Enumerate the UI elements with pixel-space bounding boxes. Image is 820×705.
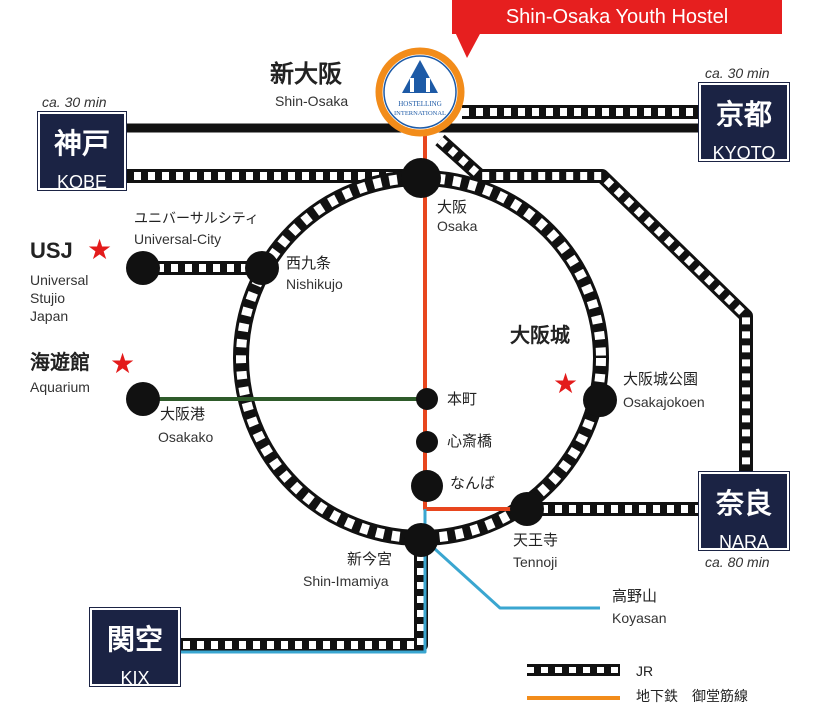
station-koyasan-en: Koyasan — [612, 610, 667, 626]
usj-line2: Stujio — [30, 290, 66, 306]
hostel-callout: Shin-Osaka Youth Hostel — [452, 0, 782, 34]
station-tennoji-en: Tennoji — [513, 554, 558, 570]
nara-time: ca. 80 min — [705, 554, 770, 570]
station-dot-osakajokoen — [583, 383, 617, 417]
station-nodes — [126, 158, 617, 557]
station-dot-shinsaibashi — [416, 431, 438, 453]
kyoto-time: ca. 30 min — [705, 65, 770, 81]
station-osakako-jp: 大阪港 — [160, 405, 206, 423]
station-osakajokoen-en: Osakajokoen — [623, 394, 705, 410]
legend-subway-label: 地下鉄 御堂筋線 — [636, 689, 748, 705]
station-universal-city-en: Universal-City — [134, 231, 222, 247]
legend-jr-label: JR — [636, 663, 654, 679]
station-nishikujo-jp: 西九条 — [286, 254, 332, 272]
city-nara-jp: 奈良 — [715, 487, 772, 520]
station-dot-tennoji — [510, 492, 544, 526]
station-koyasan-jp: 高野山 — [612, 587, 658, 605]
hostel-callout-tail — [455, 32, 481, 58]
nankai-kix-line — [176, 509, 427, 654]
city-kix-jp: 関空 — [106, 623, 163, 656]
station-honmachi-jp: 本町 — [447, 390, 478, 408]
station-shin-imamiya-en: Shin-Imamiya — [303, 573, 389, 589]
station-nishikujo-en: Nishikujo — [286, 276, 343, 292]
station-namba-jp: なんば — [450, 474, 496, 492]
colored-lines — [143, 130, 620, 700]
city-box-kyoto: 京都 KYOTO — [698, 82, 790, 163]
city-kobe-jp: 神戸 — [53, 127, 110, 160]
usj-line1: Universal — [30, 272, 89, 288]
station-universal-city-jp: ユニバーサルシティ — [134, 211, 259, 227]
jr-kansai-airport-line — [176, 540, 428, 652]
osaka-castle-star-icon: ★ — [553, 368, 579, 399]
city-box-nara: 奈良 NARA — [698, 471, 790, 552]
osaka-castle-jp: 大阪城 — [510, 323, 570, 347]
jr-kyoto-nara-line — [435, 134, 753, 494]
station-dot-universal-city — [126, 251, 160, 285]
hostel-logo-line1: HOSTELLING — [398, 100, 442, 108]
city-nara-en: NARA — [718, 532, 769, 552]
station-dot-honmachi — [416, 388, 438, 410]
usj-line3: Japan — [30, 308, 69, 324]
aquarium-jp: 海遊館 — [30, 350, 90, 374]
station-osakajokoen-jp: 大阪城公園 — [623, 370, 699, 388]
station-osaka-jp: 大阪 — [437, 198, 468, 216]
city-kobe-en: KOBE — [56, 172, 108, 192]
city-kyoto-en: KYOTO — [712, 143, 776, 163]
city-box-kix: 関空 KIX — [89, 607, 181, 688]
city-box-kobe: 神戸 KOBE — [37, 111, 127, 192]
city-kyoto-jp: 京都 — [715, 98, 772, 131]
kobe-time: ca. 30 min — [42, 94, 107, 110]
station-osaka-en: Osaka — [437, 218, 478, 234]
station-shin-osaka-jp: 新大阪 — [270, 60, 342, 88]
station-osakako-en: Osakako — [158, 429, 214, 445]
station-shinsaibashi-jp: 心斎橋 — [447, 432, 493, 450]
station-dot-osaka — [401, 158, 441, 198]
station-dot-osakako — [126, 382, 160, 416]
hostel-logo-line2: INTERNATIONAL — [394, 110, 446, 117]
usj-star-icon: ★ — [87, 234, 113, 265]
usj-title: USJ — [30, 238, 73, 263]
aquarium-star-icon: ★ — [110, 348, 136, 379]
station-shin-osaka-en: Shin-Osaka — [275, 93, 349, 109]
city-kix-en: KIX — [120, 668, 150, 688]
subway-midosuji-line — [423, 130, 527, 511]
station-dot-namba — [411, 470, 443, 502]
station-shin-imamiya-jp: 新今宮 — [347, 550, 393, 568]
station-tennoji-jp: 天王寺 — [513, 531, 559, 549]
station-dot-nishikujo — [245, 251, 279, 285]
hostel-logo: HOSTELLING INTERNATIONAL — [375, 47, 465, 137]
nankai-koyasan-line — [423, 538, 600, 610]
aquarium-en: Aquarium — [30, 379, 90, 395]
station-dot-shin-imamiya — [404, 523, 438, 557]
